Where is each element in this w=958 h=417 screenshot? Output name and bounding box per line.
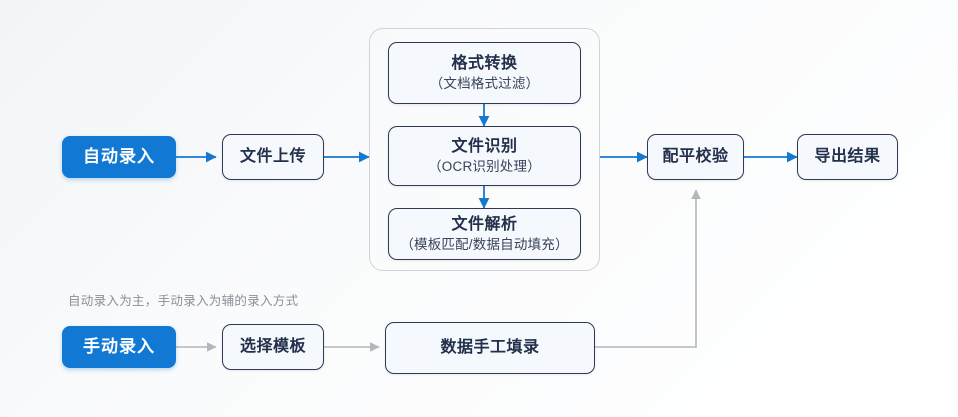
node-select-template[interactable]: 选择模板 [222,324,324,370]
node-balance-check[interactable]: 配平校验 [647,134,744,180]
node-file-parse-sublabel: （模板匹配/数据自动填充） [400,236,569,252]
node-file-recognize[interactable]: 文件识别 （OCR识别处理） [388,126,581,186]
node-manual-entry-label: 手动录入 [83,337,155,357]
node-manual-fill-label: 数据手工填录 [440,339,540,356]
node-file-parse[interactable]: 文件解析 （模板匹配/数据自动填充） [388,208,581,260]
node-file-upload-label: 文件上传 [239,148,306,165]
node-auto-entry-label: 自动录入 [83,147,155,167]
node-file-upload[interactable]: 文件上传 [222,134,324,180]
node-balance-check-label: 配平校验 [662,148,729,165]
node-file-parse-label: 文件解析 [451,215,518,233]
node-auto-entry[interactable]: 自动录入 [62,136,176,178]
node-file-recognize-sublabel: （OCR识别处理） [428,158,541,174]
node-select-template-label: 选择模板 [239,338,306,355]
node-export-result[interactable]: 导出结果 [797,134,898,180]
processing-group-container [369,28,600,271]
node-format-convert-label: 格式转换 [451,54,518,72]
node-format-convert[interactable]: 格式转换 （文档格式过滤） [388,42,581,104]
node-manual-fill[interactable]: 数据手工填录 [385,322,595,374]
node-manual-entry[interactable]: 手动录入 [62,326,176,368]
node-export-result-label: 导出结果 [814,148,881,165]
diagram-caption: 自动录入为主，手动录入为辅的录入方式 [68,294,299,308]
node-format-convert-sublabel: （文档格式过滤） [429,75,540,91]
node-file-recognize-label: 文件识别 [451,137,518,155]
edge-manual-fill-to-balance-check [595,189,701,348]
